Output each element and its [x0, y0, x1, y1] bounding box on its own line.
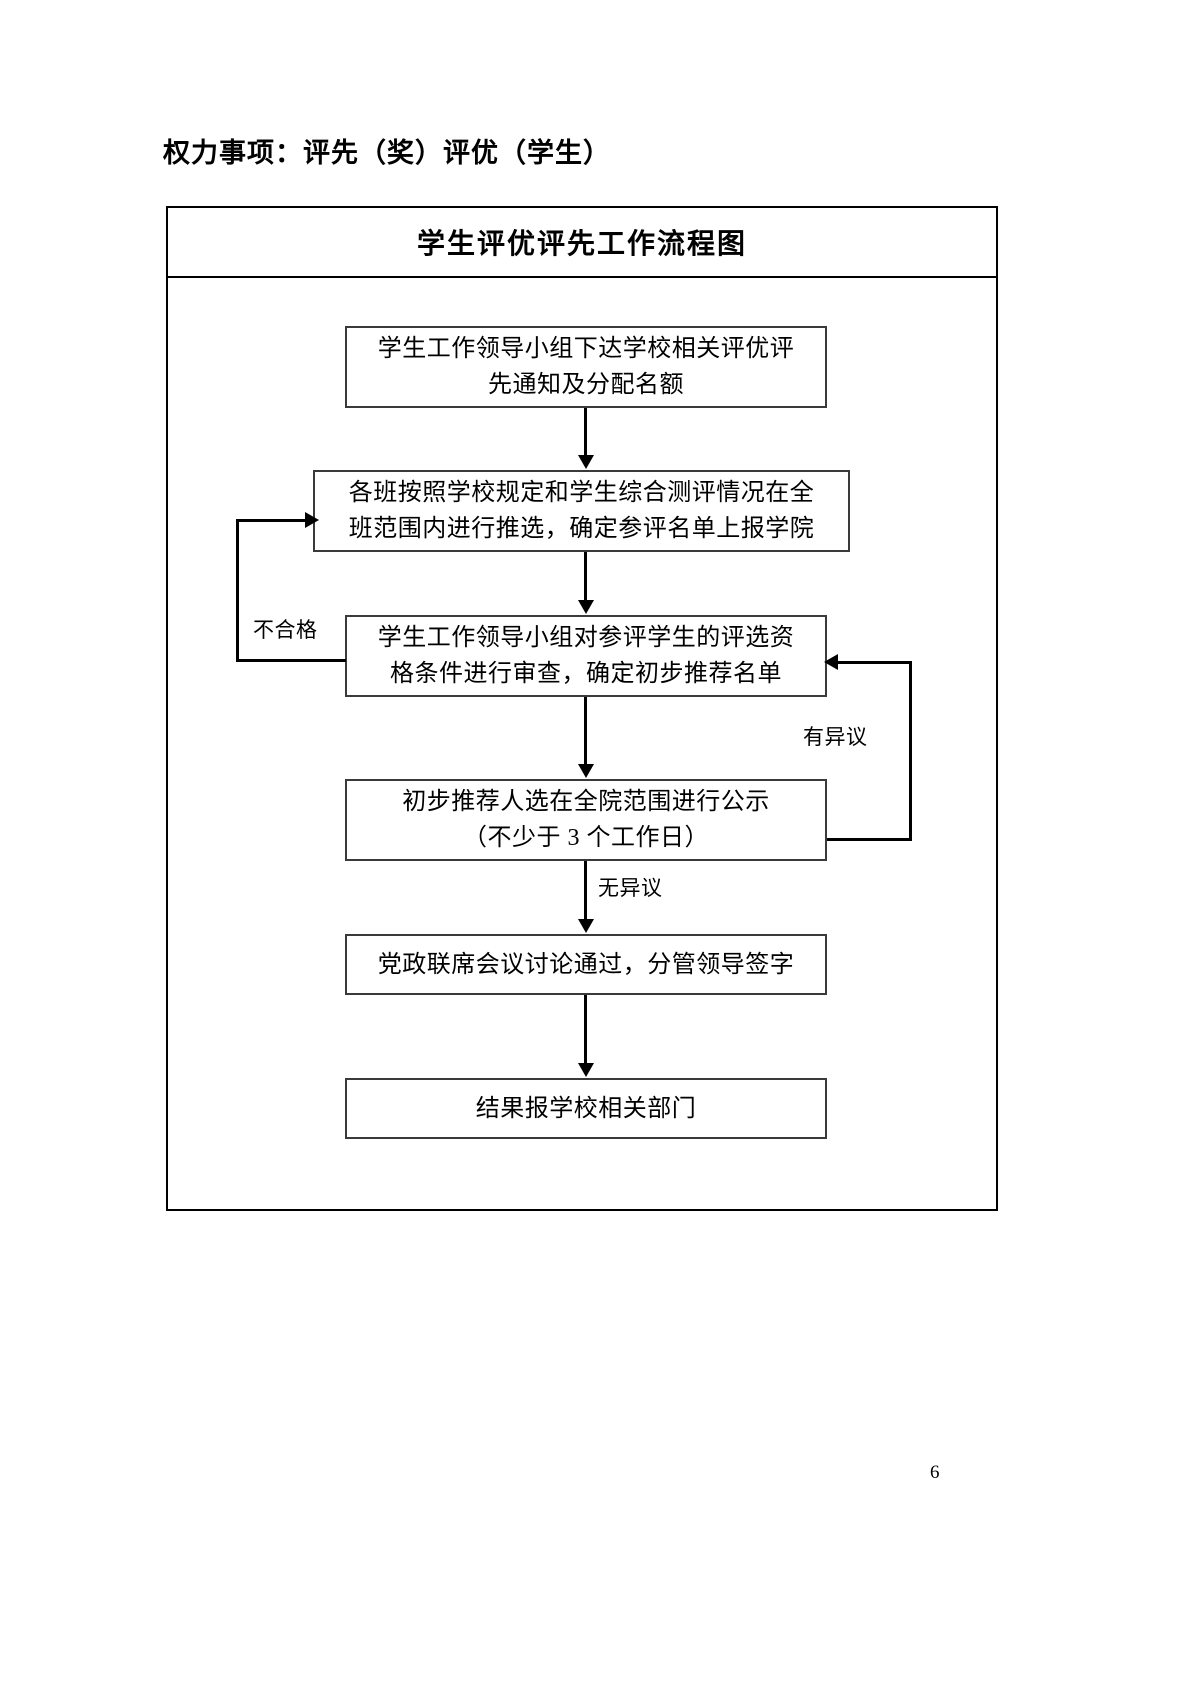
- flow-node-text-line: 党政联席会议讨论通过，分管领导签字: [377, 951, 795, 978]
- flow-node-report-result: 结果报学校相关部门: [345, 1078, 827, 1139]
- edge-label-objection: 有异议: [803, 725, 868, 749]
- arrow-down-icon: [584, 408, 587, 456]
- loop-line-horizontal-bottom: [236, 659, 346, 662]
- flow-node-text-line: 格条件进行审查，确定初步推荐名单: [390, 661, 782, 687]
- loop-line-horizontal-bottom: [827, 838, 912, 841]
- flow-node-notice-distribution: 学生工作领导小组下达学校相关评优评 先通知及分配名额: [345, 326, 827, 408]
- flow-node-qualification-review: 学生工作领导小组对参评学生的评选资 格条件进行审查，确定初步推荐名单: [345, 615, 827, 697]
- flow-node-joint-meeting-approval: 党政联席会议讨论通过，分管领导签字: [345, 934, 827, 995]
- loop-line-vertical: [236, 519, 239, 662]
- flow-node-class-recommendation: 各班按照学校规定和学生综合测评情况在全 班范围内进行推选，确定参评名单上报学院: [313, 470, 850, 552]
- flowchart-title-bar: 学生评优评先工作流程图: [168, 208, 996, 278]
- arrow-down-icon: [584, 552, 587, 601]
- flow-node-text-line: 班范围内进行推选，确定参评名单上报学院: [348, 516, 815, 542]
- flow-node-text-line: 结果报学校相关部门: [475, 1095, 697, 1122]
- arrow-down-icon: [584, 697, 587, 765]
- arrow-left-icon: [824, 654, 838, 670]
- loop-line-horizontal-top: [236, 519, 308, 522]
- arrow-down-icon: [584, 861, 587, 920]
- flow-node-text-line: 先通知及分配名额: [488, 372, 684, 398]
- arrow-right-icon: [305, 512, 319, 528]
- flowchart-frame: 学生评优评先工作流程图: [166, 206, 998, 1211]
- flowchart-title: 学生评优评先工作流程图: [416, 229, 747, 260]
- flow-node-text-line: （不少于 3 个工作日）: [463, 825, 709, 851]
- edge-label-no-objection: 无异议: [598, 876, 663, 900]
- flow-node-public-announcement: 初步推荐人选在全院范围进行公示 （不少于 3 个工作日）: [345, 779, 827, 861]
- loop-line-vertical: [909, 661, 912, 841]
- flow-node-text-line: 各班按照学校规定和学生综合测评情况在全: [348, 480, 815, 506]
- flow-node-text-line: 初步推荐人选在全院范围进行公示: [402, 789, 770, 815]
- page-title: 权力事项：评先（奖）评优（学生）: [163, 138, 611, 168]
- page-number: 6: [930, 1462, 940, 1483]
- loop-line-horizontal-top: [838, 661, 912, 664]
- arrow-down-icon: [584, 995, 587, 1064]
- edge-label-fail: 不合格: [253, 618, 318, 642]
- flow-node-text-line: 学生工作领导小组对参评学生的评选资: [377, 625, 795, 651]
- flow-node-text-line: 学生工作领导小组下达学校相关评优评: [377, 336, 795, 362]
